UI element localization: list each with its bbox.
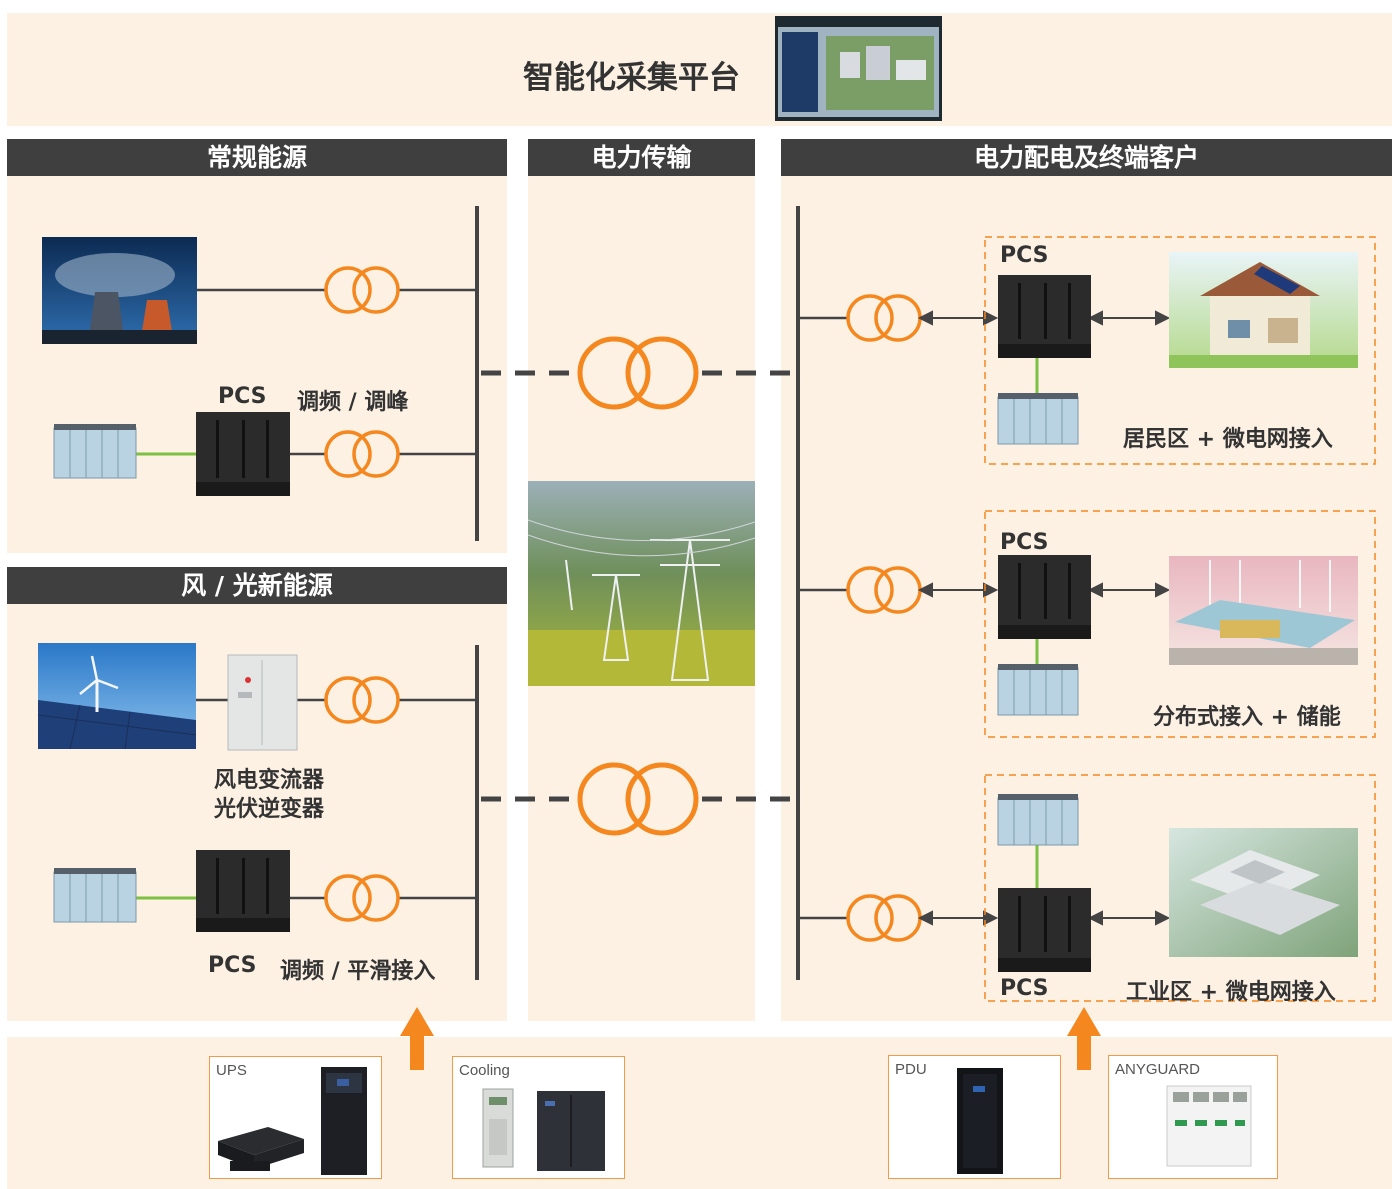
transformer-icon [846, 894, 922, 942]
ups-box: UPS [209, 1056, 382, 1179]
pcs-cabinet [998, 555, 1091, 639]
customer-groups [984, 236, 1376, 1002]
transmission-dashes [481, 370, 796, 802]
battery-icon [997, 794, 1079, 846]
platform-panel [7, 13, 1392, 126]
up-arrow-icon [400, 1007, 434, 1070]
transformer-icon [846, 294, 922, 342]
transformer-icon [324, 874, 400, 922]
battery-icon [997, 664, 1079, 716]
connection-lines [196, 288, 848, 920]
industrial-photo [1169, 828, 1358, 957]
header-renewable: 风 / 光新能源 [7, 567, 507, 604]
battery-icon [997, 393, 1079, 445]
ups-label: UPS [216, 1062, 247, 1079]
bidirectional-arrows [917, 310, 1171, 926]
transmission-tower-photo [527, 481, 756, 686]
converter-cabinet [227, 654, 298, 751]
distributed-energy-photo [1169, 556, 1358, 665]
pdu-icon [957, 1068, 1003, 1174]
renewable-panel [7, 567, 507, 1021]
pcs-cabinet [196, 850, 290, 932]
power-plant-photo [42, 237, 197, 344]
residential-label: 居民区 + 微电网接入 [1123, 427, 1333, 452]
cooling-icon [482, 1088, 605, 1171]
header-conventional: 常规能源 [7, 139, 507, 176]
wind-solar-photo [37, 643, 197, 750]
battery-links [136, 357, 1039, 900]
battery-icon [53, 868, 137, 923]
pcs-label: PCS [1000, 976, 1049, 1001]
cooling-label: Cooling [459, 1062, 510, 1079]
transformer-icon [577, 762, 699, 836]
transformer-icons [324, 266, 922, 942]
pcs-label: PCS [1000, 530, 1049, 555]
converter-label: 风电变流器 [214, 768, 325, 793]
distributed-label: 分布式接入 + 储能 [1153, 705, 1341, 730]
smooth-access-label: 调频 / 平滑接入 [280, 959, 436, 984]
pcs-cabinet [196, 412, 290, 496]
house-photo [1169, 252, 1358, 368]
pcs-label: PCS [208, 953, 257, 978]
transformer-icon [324, 676, 400, 724]
inverter-label: 光伏逆变器 [214, 797, 325, 822]
platform-title: 智能化采集平台 [523, 60, 740, 96]
header-distribution: 电力配电及终端客户 [781, 139, 1392, 176]
anyguard-box: ANYGUARD [1108, 1055, 1278, 1179]
ups-icon [218, 1067, 367, 1175]
anyguard-label: ANYGUARD [1115, 1061, 1201, 1078]
transformer-icon [324, 430, 400, 478]
battery-icon [53, 424, 137, 479]
peak-regulation-label: 调频 / 调峰 [297, 390, 409, 415]
transformer-icon [577, 336, 699, 410]
up-arrow-icon [1067, 1007, 1101, 1070]
pcs-cabinet [998, 275, 1091, 358]
transformer-icon [846, 566, 922, 614]
industrial-label: 工业区 + 微电网接入 [1126, 980, 1336, 1005]
header-transmission: 电力传输 [528, 139, 755, 176]
cooling-box: Cooling [452, 1056, 625, 1179]
pdu-label: PDU [895, 1061, 927, 1078]
pdu-box: PDU [888, 1055, 1061, 1179]
pcs-cabinet [998, 888, 1091, 972]
platform-screenshot [775, 16, 942, 121]
pcs-label: PCS [1000, 243, 1049, 268]
pcs-label: PCS [218, 384, 267, 409]
anyguard-icon [1166, 1085, 1252, 1167]
transformer-icon [324, 266, 400, 314]
